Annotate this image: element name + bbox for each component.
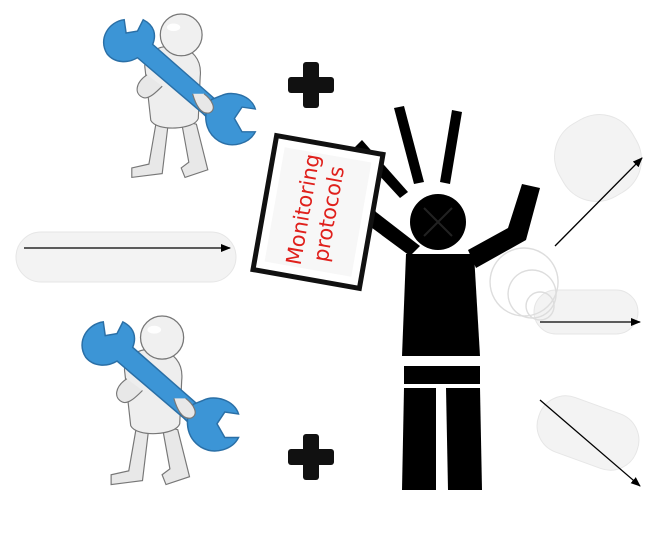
output-arrow-down (539, 399, 641, 487)
monitoring-protocols-sign: Monitoring protocols (250, 132, 386, 292)
plus-icon-bottom (288, 434, 334, 480)
top-mechanic-icon (102, 13, 257, 179)
bottom-mechanic-icon (81, 315, 240, 486)
stressed-person-icon (350, 106, 540, 490)
plus-icon-top (288, 62, 334, 108)
output-arrow-up (554, 157, 643, 247)
watermark-swirl (489, 247, 559, 321)
